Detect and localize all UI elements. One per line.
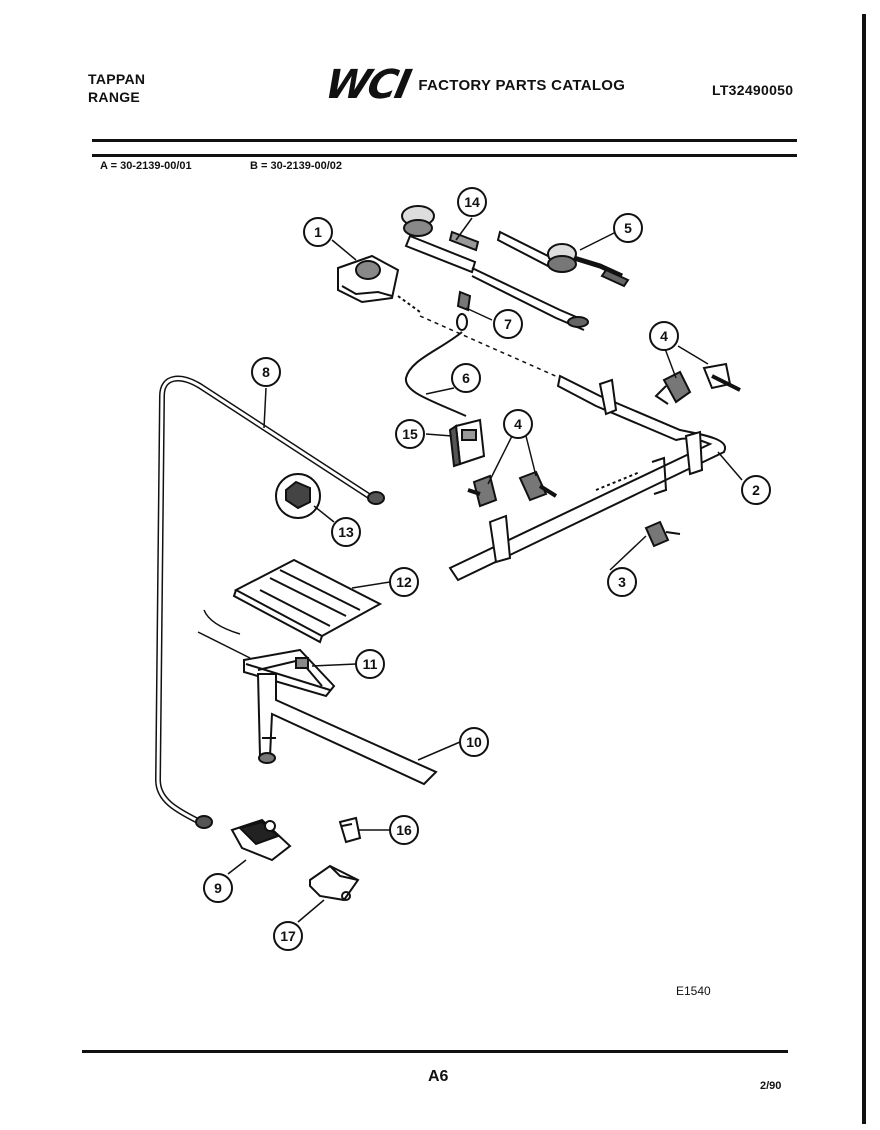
callout-5: 5 (613, 213, 643, 243)
figure-code: E1540 (676, 984, 711, 998)
product-name: RANGE (88, 89, 141, 105)
svg-text:3: 3 (618, 574, 626, 590)
callout-11: 17 (273, 921, 303, 951)
part-13-igniter (197, 609, 336, 698)
part-17-clip (338, 816, 362, 844)
header-rule (92, 139, 797, 142)
leader-lines (227, 217, 743, 923)
callout-7: 6 (451, 363, 481, 393)
part-7-tubing (404, 331, 467, 417)
callout-3: 3 (607, 567, 637, 597)
svg-text:16: 16 (396, 822, 412, 838)
part-2-manifold (448, 374, 727, 582)
svg-text:12: 12 (396, 574, 412, 590)
catalog-title: FACTORY PARTS CATALOG (418, 76, 626, 94)
svg-text:7: 7 (504, 316, 512, 332)
model-number: LT32490050 (712, 82, 794, 98)
svg-text:14: 14 (464, 194, 480, 210)
variant-b: B = 30-2139-00/02 (250, 160, 343, 172)
svg-text:15: 15 (402, 426, 418, 442)
part-6-burner-valve (401, 205, 589, 331)
variant-a: A = 30-2139-00/01 (100, 160, 192, 172)
callout-4-right: 4 (649, 321, 679, 351)
brand-block: TAPPAN RANGE (88, 70, 145, 106)
callout-8: 7 (493, 309, 523, 339)
callout-14: 12 (389, 567, 419, 597)
part-4-valves-right (654, 362, 741, 405)
svg-text:17: 17 (280, 928, 296, 944)
callout-15: 13 (331, 517, 361, 547)
svg-text:10: 10 (466, 734, 482, 750)
svg-text:2: 2 (752, 482, 760, 498)
part-1-thermostat (337, 254, 421, 313)
callout-2: 2 (741, 475, 771, 505)
callout-16: 15 (395, 419, 425, 449)
footer-date: 2/90 (760, 1080, 782, 1092)
svg-text:11: 11 (363, 656, 378, 672)
page-number: A6 (428, 1068, 449, 1085)
part-12-bake-burner (256, 673, 438, 786)
svg-text:9: 9 (214, 880, 222, 896)
part-10-bracket (230, 818, 292, 862)
header-rule-secondary (92, 154, 797, 157)
part-3-orifice-spud (644, 520, 681, 548)
callout-9: 8 (251, 357, 281, 387)
svg-text:8: 8 (262, 364, 270, 380)
callout-1: 1 (303, 217, 333, 247)
page-border-right (862, 14, 866, 1124)
svg-text:6: 6 (462, 370, 470, 386)
brand-name: TAPPAN (88, 71, 146, 87)
svg-text:4: 4 (514, 416, 522, 432)
svg-text:1: 1 (314, 224, 322, 240)
svg-text:4: 4 (660, 328, 668, 344)
callout-6: 14 (457, 187, 487, 217)
part-8-fitting (456, 290, 472, 331)
callout-17: 16 (389, 815, 419, 845)
part-9-gas-tube (154, 375, 385, 829)
catalog-header: WCI FACTORY PARTS CATALOG (321, 62, 626, 108)
part-11-bracket (309, 864, 360, 902)
svg-text:5: 5 (624, 220, 632, 236)
callout-4-center: 4 (503, 409, 533, 439)
part-16-valve-block (448, 418, 486, 468)
footer-rule (82, 1050, 788, 1053)
alignment-line (419, 315, 561, 379)
callout-10: 9 (203, 873, 233, 903)
part-5-burner-valve (496, 230, 630, 288)
part-4-valves-center (467, 470, 558, 508)
callout-12: 10 (459, 727, 489, 757)
svg-text:13: 13 (338, 524, 354, 540)
part-14-burner-shield (232, 558, 383, 644)
callout-13: 11 (355, 649, 385, 679)
part-15-nut (275, 473, 321, 519)
